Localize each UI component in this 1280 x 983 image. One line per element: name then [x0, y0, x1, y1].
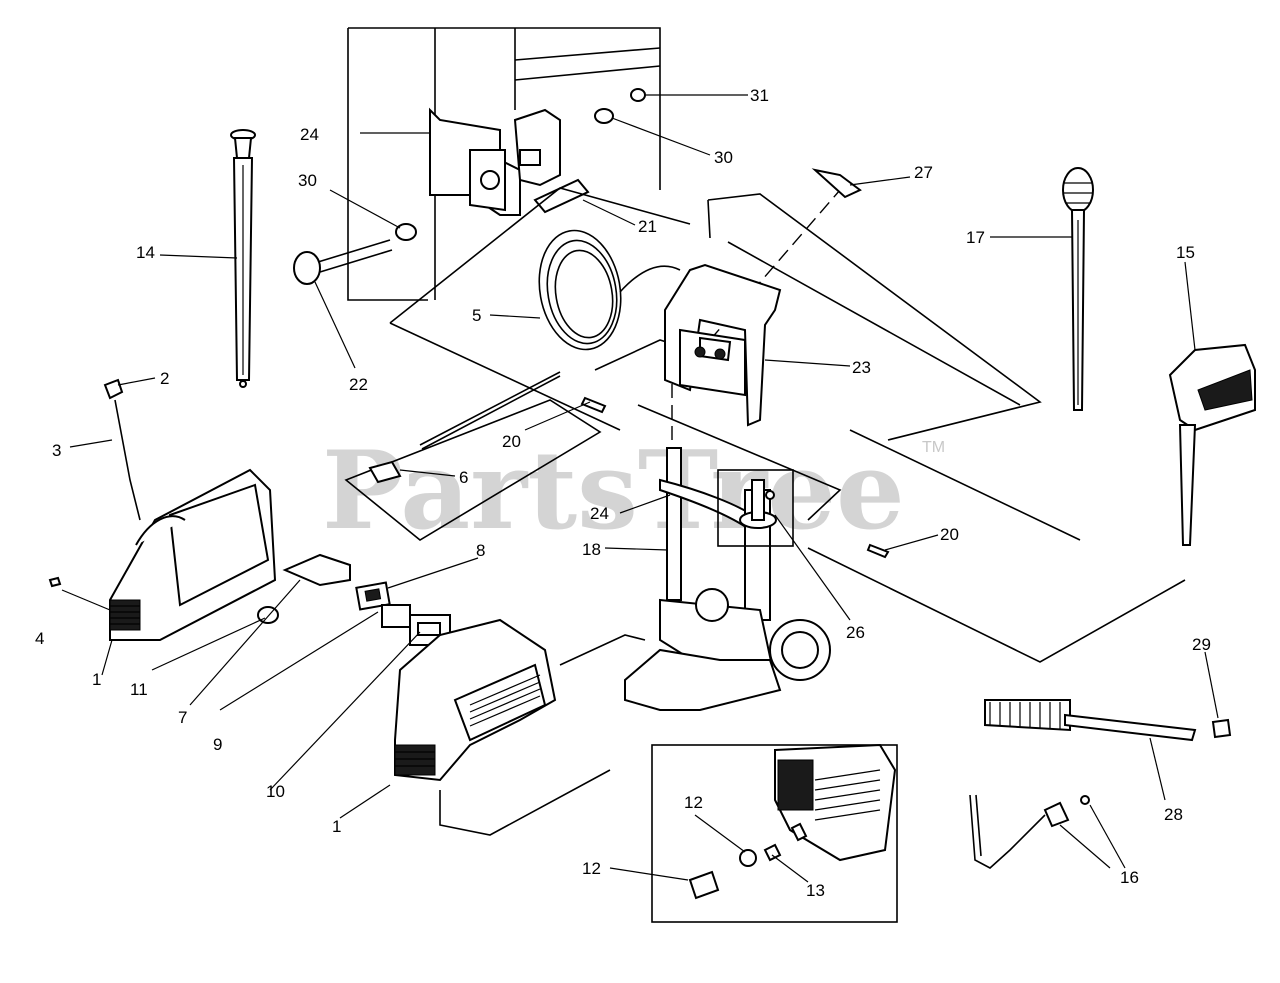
part-label-22: 22: [349, 375, 368, 394]
adapter-29: [1211, 718, 1232, 739]
bushing-11: [257, 606, 279, 624]
handle-assembly: [664, 263, 782, 427]
part-label-29: 29: [1192, 635, 1211, 654]
part-label-26: 26: [846, 623, 865, 642]
part-label-20-upper: 20: [502, 432, 521, 451]
part-label-1-rear: 1: [92, 670, 101, 689]
connector-6: [368, 460, 402, 484]
cart-frame: [624, 447, 831, 711]
wall-mount-detail: [293, 27, 661, 301]
washer-31: [630, 88, 646, 102]
cord-3: [114, 399, 141, 521]
part-label-10: 10: [266, 782, 285, 801]
part-label-15: 15: [1176, 243, 1195, 262]
part-label-12-upper: 12: [684, 793, 703, 812]
part-label-28: 28: [1164, 805, 1183, 824]
cap-2: [103, 378, 124, 400]
front-housing: [394, 618, 557, 782]
part-label-23: 23: [852, 358, 871, 377]
part-label-17: 17: [966, 228, 985, 247]
part-label-8: 8: [476, 541, 485, 560]
part-label-11: 11: [130, 680, 148, 699]
screw-4: [48, 576, 62, 588]
nozzle-inset-detail: [651, 743, 898, 923]
part-label-27: 27: [914, 163, 933, 182]
part-label-3: 3: [52, 441, 61, 460]
label-9: [381, 604, 411, 628]
part-label-7: 7: [178, 708, 187, 727]
hose-coil: [419, 229, 681, 450]
outline-upper-left: [389, 187, 691, 324]
part-label-5: 5: [472, 306, 481, 325]
part-label-24-top: 24: [300, 125, 319, 144]
part-label-12-lower: 12: [582, 859, 601, 878]
part-label-30-right: 30: [714, 148, 733, 167]
washer-30-top: [594, 108, 614, 124]
part-label-2: 2: [160, 369, 169, 388]
part-label-24-lower: 24: [590, 504, 609, 523]
part-label-20-lower: 20: [940, 525, 959, 544]
brush-28: [984, 699, 1197, 742]
washer-30-left: [395, 223, 417, 241]
part-label-4: 4: [35, 629, 44, 648]
watermark-trademark: TM: [922, 439, 945, 456]
part-label-18: 18: [582, 540, 601, 559]
part-label-1-front: 1: [332, 817, 341, 836]
part-label-30-left: 30: [298, 171, 317, 190]
part-number-labels: 31 24 30 30 27 14 21 17 15 5 23 22 2 20 …: [35, 86, 1211, 900]
bolt-head: [293, 251, 321, 285]
part-label-16: 16: [1120, 868, 1139, 887]
wand-14: [230, 129, 256, 388]
spray-gun: [1168, 343, 1256, 546]
part-label-14: 14: [136, 243, 155, 262]
part-label-31: 31: [750, 86, 769, 105]
nozzle-27: [811, 168, 862, 199]
outline-upper-right: [707, 193, 1042, 441]
part-label-21: 21: [638, 217, 657, 236]
outline-mid-left: [344, 399, 602, 541]
rear-housing: [109, 468, 277, 641]
wand-17: [1062, 167, 1094, 411]
watermark-text: PartsTree: [322, 428, 905, 554]
wand-16: [969, 794, 1090, 869]
screw-20-lower: [866, 543, 890, 559]
part-label-6: 6: [459, 468, 468, 487]
screw-20-upper: [580, 396, 607, 414]
leader-lines: [61, 94, 1219, 883]
part-label-9: 9: [213, 735, 222, 754]
switch-7: [282, 553, 351, 587]
part-label-13: 13: [806, 881, 825, 900]
pin-rod: [533, 178, 590, 214]
